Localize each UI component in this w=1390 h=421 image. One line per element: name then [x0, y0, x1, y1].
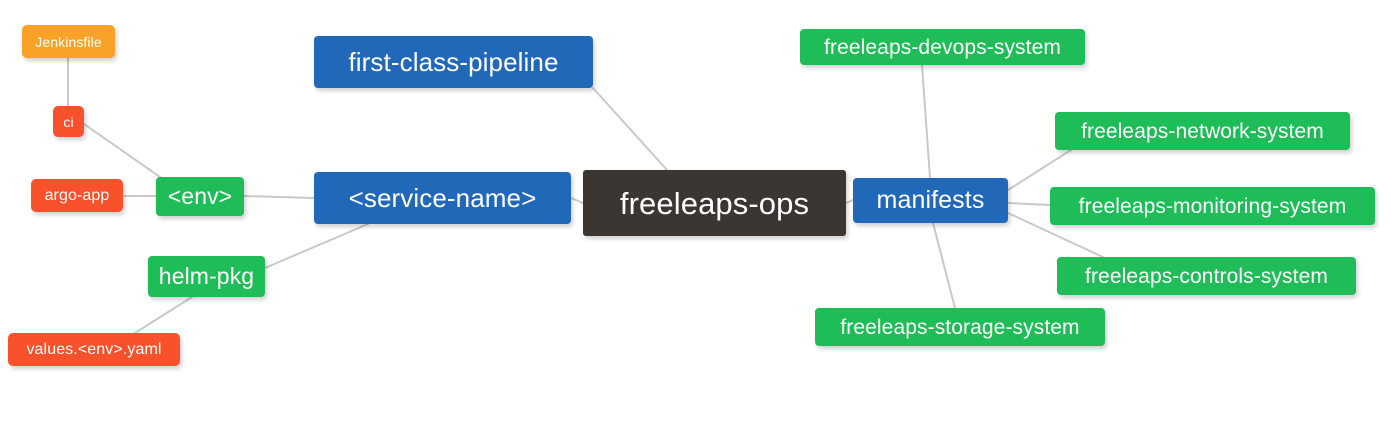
edge-manifests-to-freeleaps-storage-system [932, 222, 956, 309]
edge-helm-pkg-to-values-env-yaml [134, 296, 193, 334]
node-ci[interactable]: ci [53, 106, 84, 137]
edge-freeleaps-ops-to-service-name [570, 197, 584, 204]
node-manifests[interactable]: manifests [853, 178, 1008, 223]
node-freeleaps-monitoring-system[interactable]: freeleaps-monitoring-system [1050, 187, 1375, 225]
edge-manifests-to-freeleaps-monitoring-system [1007, 202, 1051, 206]
node-service-name[interactable]: <service-name> [314, 172, 571, 224]
node-freeleaps-network-system[interactable]: freeleaps-network-system [1055, 112, 1350, 150]
node-helm-pkg[interactable]: helm-pkg [148, 256, 265, 297]
node-freeleaps-storage-system[interactable]: freeleaps-storage-system [815, 308, 1105, 346]
node-freeleaps-controls-system[interactable]: freeleaps-controls-system [1057, 257, 1356, 295]
edge-service-name-to-env [243, 195, 315, 199]
node-freeleaps-devops-system[interactable]: freeleaps-devops-system [800, 29, 1085, 65]
node-first-class-pipeline[interactable]: first-class-pipeline [314, 36, 593, 88]
edge-service-name-to-helm-pkg [264, 223, 369, 269]
edge-manifests-to-freeleaps-devops-system [921, 64, 931, 179]
edge-manifests-to-freeleaps-network-system [1007, 149, 1072, 191]
edge-freeleaps-ops-to-first-class-pipeline [592, 87, 668, 171]
edge-env-to-ci [83, 123, 161, 178]
node-jenkinsfile[interactable]: Jenkinsfile [22, 25, 115, 58]
node-env[interactable]: <env> [156, 177, 244, 216]
node-values-env-yaml[interactable]: values.<env>.yaml [8, 333, 180, 366]
edge-freeleaps-ops-to-manifests [845, 199, 854, 204]
node-freeleaps-ops[interactable]: freeleaps-ops [583, 170, 846, 236]
node-argo-app[interactable]: argo-app [31, 179, 123, 212]
